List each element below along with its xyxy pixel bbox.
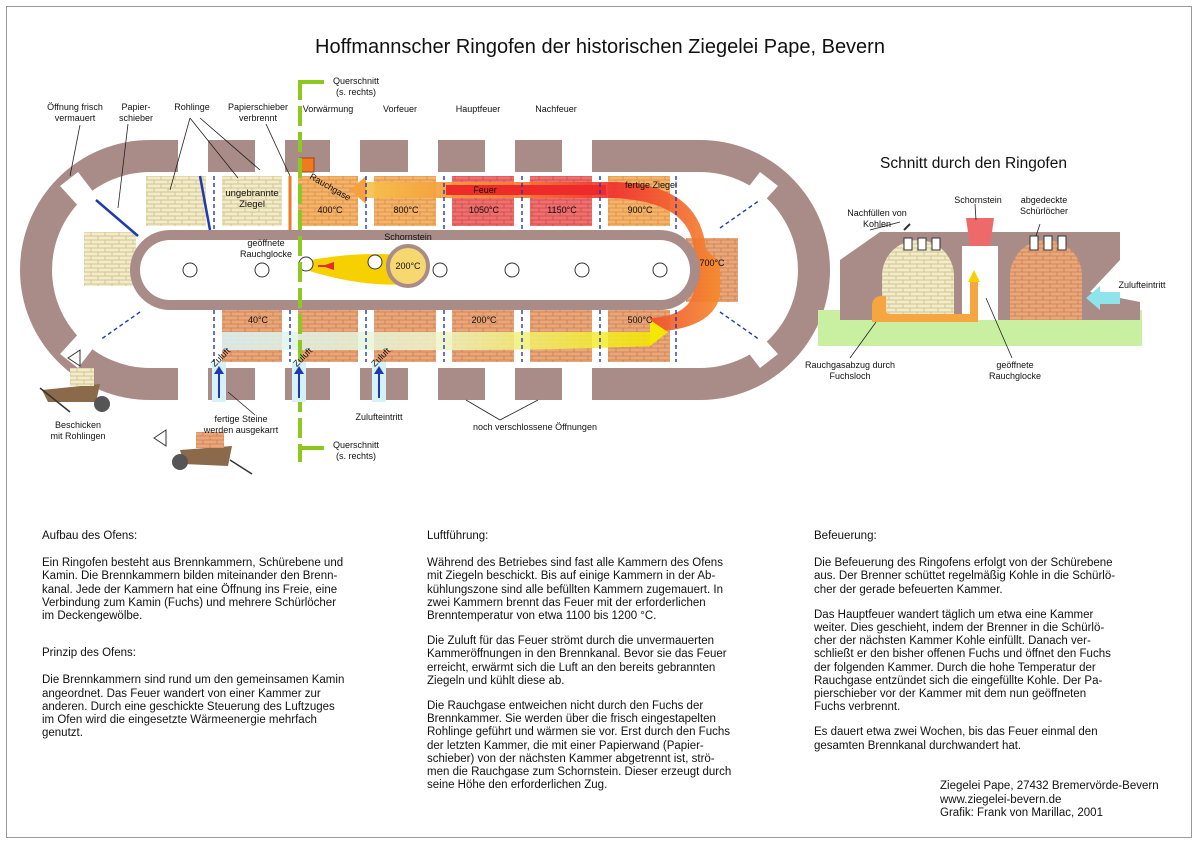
label-nachfeuer: Nachfeuer [535, 104, 577, 114]
stack-400 [298, 176, 358, 226]
label-schornstein-center: Schornstein [384, 232, 432, 242]
label-vorwaermung: Vorwärmung [302, 104, 354, 114]
heading-befeuerung: Befeuerung: [814, 530, 877, 542]
temp-400: 400°C [317, 205, 343, 215]
label-papierschieber: Papier-schieber [118, 102, 154, 123]
para-bef-1: Die Befeuerung des Ringofens erfolgt von… [814, 557, 1116, 596]
fuchs-openings [182, 254, 668, 278]
temp-700: 700°C [699, 258, 725, 268]
temp-200-chimney: 200°C [395, 261, 421, 271]
label-vorfeuer: Vorfeuer [382, 104, 418, 114]
wheelbarrow-out-icon [153, 429, 253, 475]
temp-500: 500°C [627, 315, 653, 325]
label-sec-zulufteintritt: Zulufteintritt [1118, 280, 1166, 290]
zuluft-inlets [212, 362, 386, 402]
label-sec-schornstein: Schornstein [954, 195, 1002, 205]
column-befeuerung: Befeuerung: Die Befeuerung des Ringofens… [814, 530, 1154, 765]
label-feuer: Feuer [473, 185, 497, 195]
para-bef-2: Das Hauptfeuer wandert täglich um etwa e… [814, 608, 1111, 714]
para-luft-2: Die Zuluft für das Feuer strömt durch di… [427, 635, 727, 687]
wall-openings [178, 140, 592, 400]
temp-1050: 1050°C [468, 205, 500, 215]
para-luft-3: Die Rauchgase entweichen nicht durch den… [427, 700, 732, 792]
para-luft-1: Während des Betriebes sind fast alle Kam… [427, 557, 723, 623]
heading-luft: Luftführung: [427, 530, 489, 542]
label-fertige-ziegel: fertige Ziegel [624, 180, 678, 190]
heading-aufbau: Aufbau des Ofens: [42, 530, 138, 542]
heading-prinzip: Prinzip des Ofens: [42, 647, 136, 660]
label-hauptfeuer: Hauptfeuer [455, 104, 501, 114]
credits-author: Grafik: Frank von Marillac, 2001 [940, 807, 1103, 819]
label-zulufteintritt: Zulufteintritt [355, 412, 403, 422]
page-title: Hoffmannscher Ringofen der historischen … [315, 36, 885, 58]
label-noch-verschlossene: noch verschlossene Öffnungen [473, 422, 597, 432]
wheelbarrow-in-icon [39, 349, 110, 413]
rohlinge-end [84, 232, 136, 286]
section-title: Schnitt durch den Ringofen [880, 155, 1067, 172]
rohlinge-stack-1 [146, 176, 206, 226]
temp-1150: 1150°C [547, 205, 577, 215]
zuluft-flow [222, 332, 650, 350]
temp-800: 800°C [393, 205, 419, 215]
rauchglocke-flow [300, 254, 410, 285]
rohlinge-stack-2 [222, 176, 282, 226]
temp-40: 40°C [247, 315, 269, 325]
schornstein [386, 244, 430, 288]
label-querschnitt-top: Querschnitt(s. rechts) [332, 76, 380, 97]
para-prinzip: Die Brennkammern sind rund um den gemein… [42, 674, 345, 740]
column-luft: Luftführung: Während des Betriebes sind … [427, 530, 757, 804]
rauchgas-flow [366, 182, 720, 332]
page-frame [6, 6, 1192, 838]
para-aufbau: Ein Ringofen besteht aus Brennkammern, S… [42, 557, 344, 623]
credits-website[interactable]: www.ziegelei-bevern.de [940, 793, 1062, 806]
cross-section-diagram [818, 203, 1142, 359]
temp-900: 900°C [627, 205, 653, 215]
label-rohlinge: Rohlinge [174, 102, 210, 112]
feuer-band [446, 185, 606, 195]
leader-lines [69, 117, 539, 421]
credits-address: Ziegelei Pape, 27432 Bremervörde-Bevern [940, 780, 1159, 792]
label-querschnitt-bottom: Querschnitt(s. rechts) [332, 440, 380, 461]
papierschieber-line [95, 199, 139, 237]
para-bef-3: Es dauert etwa zwei Wochen, bis das Feue… [814, 726, 1098, 752]
chamber-boundaries [99, 176, 761, 362]
credits: Ziegelei Pape, 27432 Bremervörde-Bevern … [940, 780, 1159, 821]
column-aufbau: Aufbau des Ofens: Ein Ringofen besteht a… [42, 530, 372, 752]
temp-200: 200°C [471, 315, 497, 325]
